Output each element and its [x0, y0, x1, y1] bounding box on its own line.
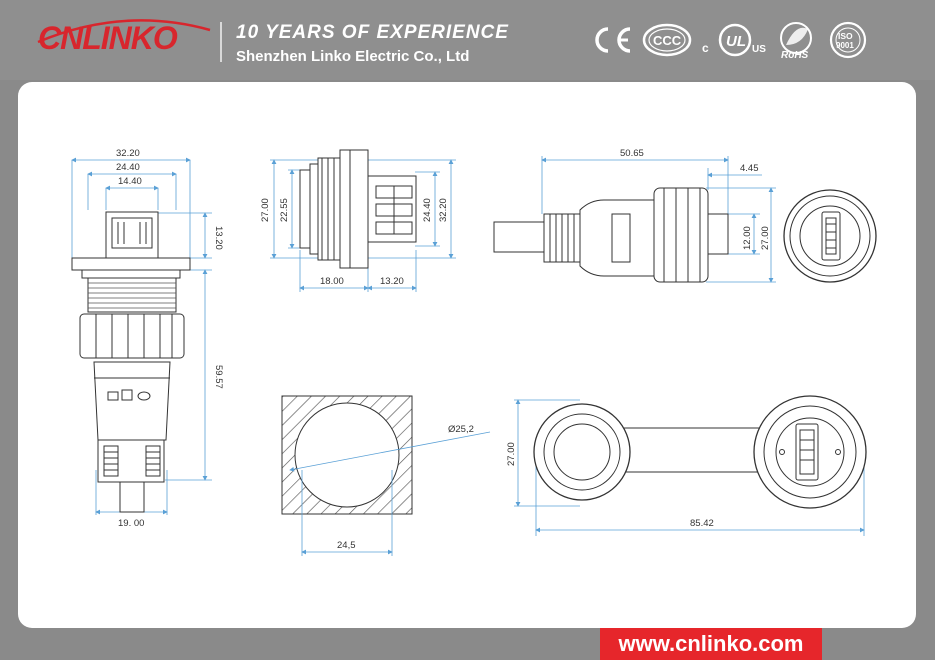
panel-cutout-view: [281, 395, 491, 556]
header-divider: [220, 22, 222, 62]
dim-cutout-width: 24,5: [337, 540, 356, 551]
dim-front-width-inner: 14.40: [118, 176, 142, 187]
dim-cutout-diameter: Ø25,2: [448, 424, 474, 435]
dim-cap-length: 85.42: [690, 518, 714, 529]
dim-cap-height: 27.00: [506, 442, 517, 466]
dim-side-w1320: 13.20: [380, 276, 404, 287]
company-name: Shenzhen Linko Electric Co., Ltd: [236, 48, 470, 65]
svg-text:ISO: ISO: [838, 31, 853, 41]
svg-text:UL: UL: [726, 33, 746, 50]
svg-text:RoHS: RoHS: [781, 50, 809, 59]
cable-plug-view: [493, 156, 877, 283]
dim-side-h27: 27.00: [260, 198, 271, 222]
header-bar: CNLINKO 10 YEARS OF EXPERIENCE Shenzhen …: [0, 0, 935, 80]
ce-mark-icon: [588, 22, 634, 58]
dim-front-width-outer: 32.20: [116, 148, 140, 159]
website-link[interactable]: www.cnlinko.com: [618, 631, 804, 656]
logo-swoosh-icon: [37, 19, 211, 44]
dim-cable-h27: 27.00: [760, 226, 771, 250]
slogan: 10 YEARS OF EXPERIENCE: [236, 22, 509, 43]
dim-side-h3220: 32.20: [438, 198, 449, 222]
technical-drawing: 32.20 24.40 14.40 13.20 59.57 19. 00: [71, 148, 877, 556]
dim-front-top-height: 13.20: [213, 226, 224, 250]
dim-front-total-height: 59.57: [213, 365, 224, 389]
dust-cap-view: [514, 395, 867, 536]
svg-text:9001: 9001: [836, 41, 854, 50]
svg-text:US: US: [752, 44, 766, 55]
dim-side-h2255: 22.55: [279, 198, 290, 222]
svg-text:CCC: CCC: [653, 33, 682, 48]
rohs-mark-icon: RoHS: [774, 22, 818, 59]
dim-side-h2440: 24.40: [422, 198, 433, 222]
dim-front-width-mid: 24.40: [116, 162, 140, 173]
ccc-mark-icon: CCC: [642, 22, 692, 58]
drawing-panel: 32.20 24.40 14.40 13.20 59.57 19. 00: [18, 82, 916, 628]
svg-text:c: c: [702, 41, 709, 55]
dim-front-bottom-width: 19. 00: [118, 518, 144, 529]
company-logo[interactable]: CNLINKO: [38, 20, 178, 56]
side-view: [270, 149, 456, 292]
dim-cable-length: 50.65: [620, 148, 644, 159]
website-banner[interactable]: www.cnlinko.com: [600, 628, 822, 660]
front-view: [71, 157, 212, 515]
dim-cable-tip: 4.45: [740, 163, 759, 174]
dim-side-w1800: 18.00: [320, 276, 344, 287]
cul-us-mark-icon: c UL US: [700, 22, 770, 58]
dim-cable-h12: 12.00: [742, 226, 753, 250]
